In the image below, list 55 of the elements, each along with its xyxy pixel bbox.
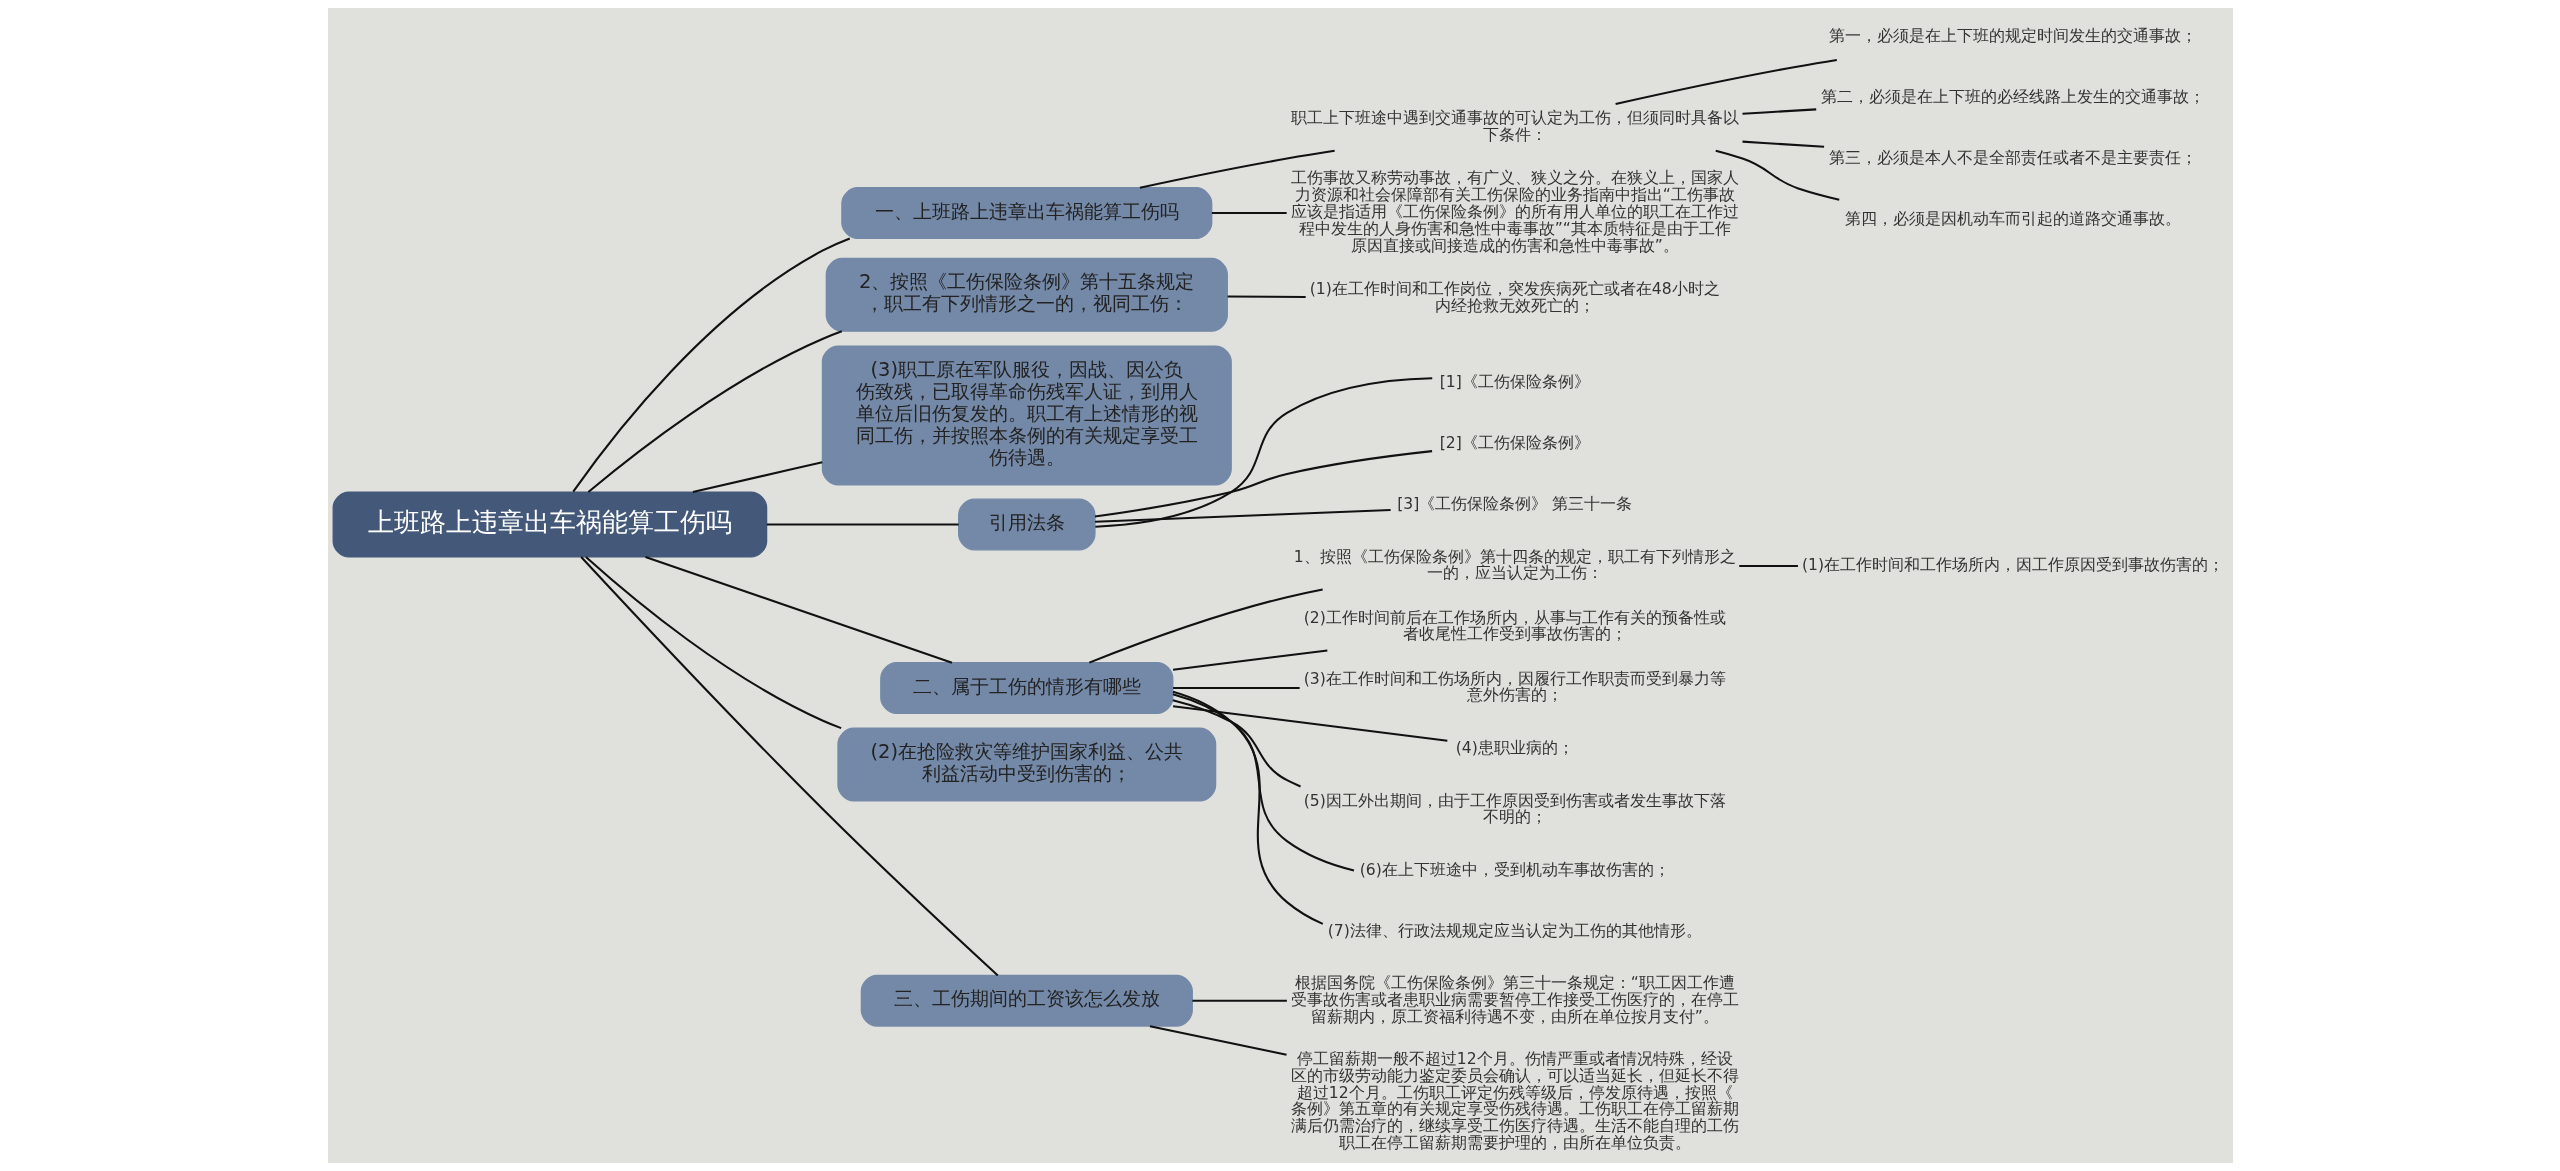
connector: [1172, 687, 1300, 690]
connector: [1172, 649, 1327, 671]
node-box: (2)在抢险救灾等维护国家利益、公共利益活动中受到伤害的；: [836, 727, 1216, 802]
connector: [1139, 149, 1335, 189]
node-box: (3)职工原在军队服役，因战、因公负伤致残，已取得革命伤残军人证，到用人单位后旧伤复发的。职工有上述情形的视同工伤，并按照本条例的有关规定享受工伤待遇。: [821, 345, 1232, 486]
connector: [1614, 58, 1837, 106]
node-text: 工伤事故又称劳动事故，有广义、狭义之分。在狭义上，国家人力资源和社会保障部有关工伤保险的业务指南中指出“工伤事故应该是指适用《工伤保险条例》的所有用人单位的职工在工作过程中发生的人身伤害和急性中毒事故”“其本质特征是由于工作原因直接或间接造成的伤害和急性中毒事故”。: [1290, 169, 1739, 255]
connector: [644, 556, 952, 664]
connector: [766, 523, 959, 526]
node-text: 第二，必须是在上下班的必经线路上发生的交通事故；: [1820, 87, 2205, 106]
connector: [571, 237, 850, 493]
node-box: 一、上班路上违章出车祸能算工伤吗: [840, 187, 1212, 239]
connector: [1088, 588, 1323, 664]
node-text: 根据国务院《工伤保险条例》第三十一条规定：“职工因工作遭受事故伤害或者患职业病需要暂停工作接受工伤医疗的，在停工留薪期内，原工资福利待遇不变，由所在单位按月支付”。: [1290, 973, 1739, 1026]
node-text: (3)在工作时间和工伤场所内，因履行工作职责而受到暴力等意外伤害的；: [1303, 669, 1726, 705]
connector: [1094, 508, 1391, 523]
node-text: 第四，必须是因机动车而引起的道路交通事故。: [1844, 209, 2181, 228]
node-box: 二、属于工伤的情形有哪些: [879, 662, 1173, 714]
node-text: 职工上下班途中遇到交通事故的可认定为工伤，但须同时具备以下条件：: [1290, 109, 1739, 144]
connector: [1714, 149, 1839, 201]
connector: [1149, 1025, 1287, 1056]
node-text: 1、按照《工伤保险条例》第十四条的规定，职工有下列情形之一的，应当认定为工伤：: [1293, 547, 1736, 583]
connector: [1741, 108, 1816, 115]
node-box: 上班路上违章出车祸能算工伤吗: [332, 491, 767, 558]
node-text: [3]《工伤保险条例》 第三十一条: [1396, 495, 1632, 514]
connector: [1172, 705, 1447, 742]
connector: [1094, 377, 1432, 528]
connector: [1227, 295, 1306, 299]
connector: [1172, 690, 1323, 925]
connector: [1741, 140, 1824, 148]
connector: [1172, 699, 1301, 788]
node-text: [1]《工伤保险条例》: [1439, 373, 1590, 392]
node-text: (5)因工外出期间，由于工作原因受到伤害或者发生事故下落不明的；: [1303, 791, 1726, 827]
node-box: 2、按照《工伤保险条例》第十五条规定，职工有下列情形之一的，视同工伤：: [825, 257, 1228, 332]
node-text: (4)患职业病的；: [1455, 739, 1574, 758]
node-box: 三、工伤期间的工资该怎么发放: [860, 974, 1193, 1027]
node-text: (6)在上下班途中，受到机动车事故伤害的；: [1359, 861, 1670, 880]
connector: [579, 556, 998, 977]
connector: [584, 556, 842, 730]
connector: [1211, 212, 1287, 215]
connector: [1094, 450, 1432, 518]
node-text: 第三，必须是本人不是全部责任或者不是主要责任；: [1828, 148, 2197, 167]
connector: [1191, 999, 1287, 1002]
node-box: 引用法条: [957, 498, 1096, 551]
connector: [1738, 565, 1798, 568]
connector: [1172, 693, 1354, 872]
node-text: 停工留薪期一般不超过12个月。伤情严重或者情况特殊，经设区的市级劳动能力鉴定委员会确认，可以适当延长，但延长不得超过12个月。工伤职工评定伤残等级后，停发原待遇，按照《条例》第五章的有关规定享受伤残待遇。工伤职工在停工留薪期满后仍需治疗的，继续享受工伤医疗待遇。生活不能自理的工伤职工在停工留薪期需要护理的，由所在单位负责。: [1290, 1049, 1739, 1153]
connector: [587, 330, 842, 493]
connector: [692, 461, 823, 493]
node-text: (2)工作时间前后在工作场所内，从事与工作有关的预备性或者收尾性工作受到事故伤害的；: [1303, 608, 1726, 644]
node-text: [2]《工伤保险条例》: [1439, 434, 1590, 453]
node-text: 第一，必须是在上下班的规定时间发生的交通事故；: [1828, 26, 2197, 45]
node-text: (7)法律、行政法规规定应当认定为工伤的其他情形。: [1327, 922, 1702, 940]
node-text: (1)在工作时间和工作场所内，因工作原因受到事故伤害的；: [1801, 556, 2224, 575]
node-text: (1)在工作时间和工作岗位，突发疾病死亡或者在48小时之内经抢救无效死亡的；: [1309, 280, 1720, 316]
